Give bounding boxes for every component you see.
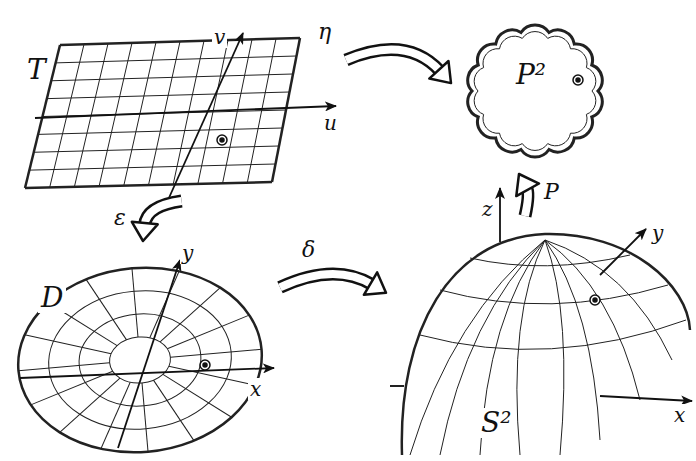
disk — [10, 258, 269, 461]
map-name: δ — [300, 238, 317, 262]
space-name: P² — [513, 60, 549, 90]
region-node: P² — [455, 12, 615, 170]
map-name: ε — [112, 206, 128, 230]
axis-label: u — [322, 112, 339, 134]
map-name: η — [316, 20, 333, 44]
region-node: D — [12, 245, 274, 457]
mapping-arrow — [516, 174, 539, 216]
axis-label: v — [212, 26, 227, 48]
mapping-arrow — [132, 201, 182, 241]
region-node: T — [10, 15, 340, 195]
space-name: D — [38, 283, 66, 313]
mapping-arrow — [346, 50, 451, 84]
mapping-arrow — [280, 272, 386, 294]
map-name: P — [542, 180, 561, 204]
region-node: S² — [390, 222, 690, 458]
hemisphere — [390, 234, 690, 455]
space-name: T — [24, 55, 49, 85]
axis-label: x — [248, 378, 263, 400]
axis-label: z — [480, 198, 495, 220]
axis-label: y — [180, 242, 195, 264]
cloud — [468, 25, 603, 157]
point-marker — [200, 75, 600, 370]
axis-label: y — [650, 222, 665, 244]
space-name: S² — [478, 408, 514, 438]
axes — [20, 33, 692, 448]
axis-label: x — [672, 404, 687, 426]
